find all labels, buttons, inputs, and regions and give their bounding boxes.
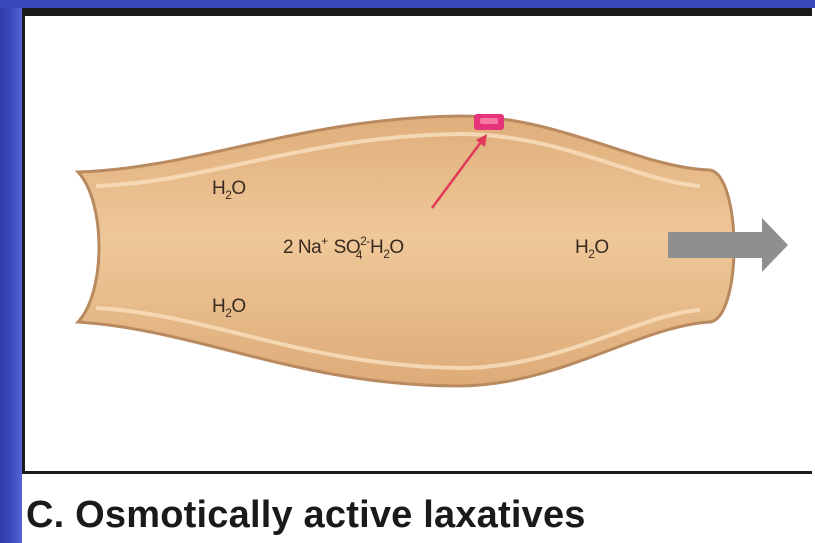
intestine-inner-wall-top bbox=[95, 131, 701, 188]
water-label-lower-left: H2O bbox=[212, 296, 246, 320]
water-label-upper-left: H2O bbox=[212, 178, 246, 202]
slide-background-top bbox=[0, 0, 815, 8]
water-label-right: H2O bbox=[575, 237, 609, 261]
slide-background-left bbox=[0, 0, 22, 543]
arrow-right-icon bbox=[668, 218, 788, 272]
caption-letter: C. bbox=[26, 494, 65, 536]
transporter-icon bbox=[474, 114, 504, 130]
figure-caption: C. Osmotically active laxatives bbox=[26, 494, 586, 537]
caption-text: Osmotically active laxatives bbox=[75, 494, 586, 536]
absorption-arrow-icon bbox=[430, 134, 487, 209]
intestine-inner-wall-bottom bbox=[95, 306, 701, 371]
intestine-segment bbox=[74, 114, 736, 388]
